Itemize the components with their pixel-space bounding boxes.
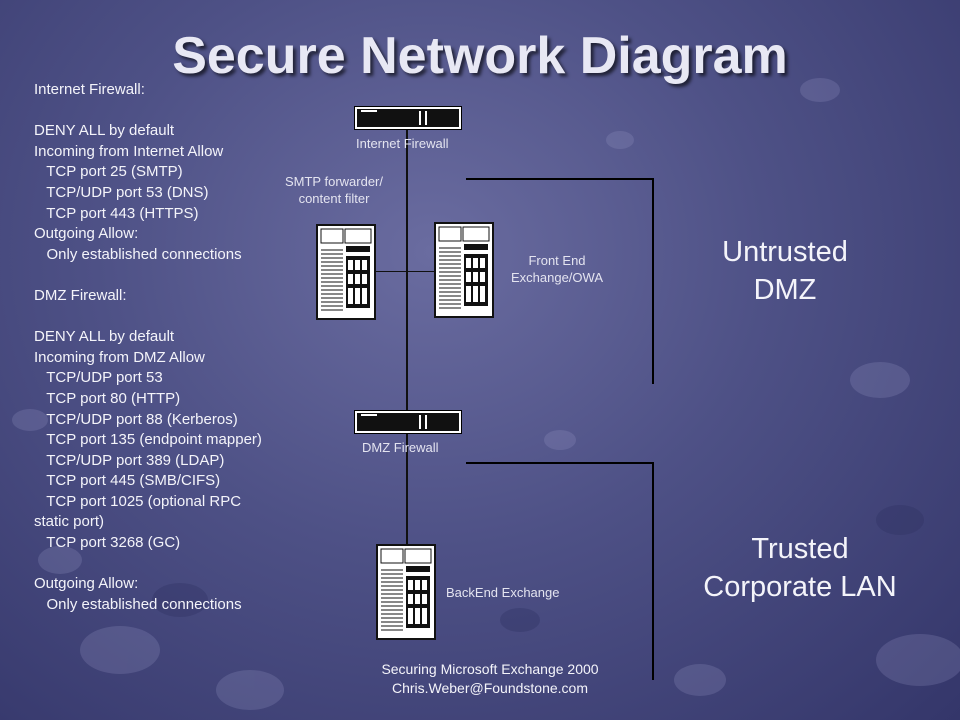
rule-line: DMZ Firewall:: [34, 286, 127, 304]
rule-line: TCP/UDP port 53 (DNS): [34, 183, 209, 201]
rule-line: Outgoing Allow:: [34, 225, 139, 243]
backend-exchange-label: BackEnd Exchange: [446, 585, 560, 600]
rule-line: TCP port 443 (HTTPS): [34, 204, 199, 222]
dmz-bracket-top: [466, 178, 654, 180]
rule-line: TCP port 25 (SMTP): [34, 163, 183, 181]
rule-line: TCP/UDP port 88 (Kerberos): [34, 410, 238, 428]
firewall-icon: [354, 106, 462, 130]
rule-line: Incoming from DMZ Allow: [34, 348, 205, 366]
network-backbone: [406, 130, 408, 556]
rule-line: [34, 554, 304, 575]
rule-line: TCP port 80 (HTTP): [34, 389, 181, 407]
dmz-server-link: [376, 271, 438, 272]
rule-line: TCP/UDP port 53: [34, 369, 163, 387]
rule-line: TCP port 135 (endpoint mapper): [34, 431, 262, 449]
rule-line: Only established connections: [34, 245, 242, 263]
slide-title: Secure Network Diagram: [172, 27, 788, 85]
server-icon: [316, 224, 376, 320]
rule-line: static port): [34, 513, 105, 531]
smtp-forwarder-label: SMTP forwarder/ content filter: [284, 174, 383, 206]
rule-line: Internet Firewall:: [34, 81, 145, 98]
rule-line: [34, 265, 304, 286]
rule-line: [34, 101, 304, 122]
rule-line: Only established connections: [34, 595, 242, 613]
dmz-bracket-side: [652, 178, 654, 384]
untrusted-dmz-label: Untrusted DMZ: [722, 236, 848, 306]
frontend-exchange-label: Front End Exchange/OWA: [510, 253, 603, 285]
rule-line: Outgoing Allow:: [34, 575, 139, 593]
server-icon: [376, 544, 436, 640]
dmz-firewall-label: DMZ Firewall: [362, 440, 439, 455]
rule-line: TCP port 3268 (GC): [34, 534, 181, 552]
lan-bracket-top: [466, 462, 654, 464]
rule-line: Incoming from Internet Allow: [34, 142, 224, 160]
lan-bracket-side: [652, 462, 654, 680]
firewall-icon: [354, 410, 462, 434]
rule-line: DENY ALL by default: [34, 122, 175, 140]
rule-line: DENY ALL by default: [34, 328, 175, 346]
footer-course-title: Securing Microsoft Exchange 2000: [381, 661, 599, 677]
internet-firewall-label: Internet Firewall: [356, 136, 449, 151]
rule-line: TCP port 1025 (optional RPC: [34, 492, 242, 510]
rule-line: [34, 307, 304, 328]
rule-line: TCP/UDP port 389 (LDAP): [34, 451, 225, 469]
slide-footer: Securing Microsoft Exchange 2000 Chris.W…: [340, 660, 640, 698]
trusted-lan-label: Trusted Corporate LAN: [703, 533, 897, 603]
rule-line: TCP port 445 (SMB/CIFS): [34, 472, 221, 490]
server-icon: [434, 222, 494, 318]
footer-email: Chris.Weber@Foundstone.com: [391, 680, 589, 696]
